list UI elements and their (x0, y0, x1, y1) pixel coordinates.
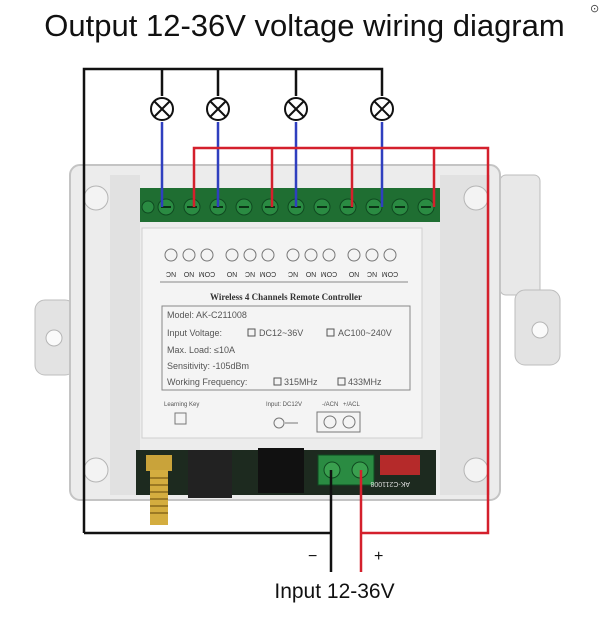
terminal-label: NC (288, 270, 298, 277)
plus-sign: + (374, 548, 384, 565)
output-terminal-block (140, 188, 440, 222)
max-load-text: Max. Load: ≤10A (167, 345, 235, 355)
input-voltage-label: Input 12-36V (274, 580, 395, 603)
red-wire-bus (192, 146, 490, 535)
terminal-label: COM (382, 270, 399, 277)
model-text: Model: AK-C211008 (167, 310, 247, 320)
ac-option-text: AC100~240V (338, 328, 392, 338)
terminal-label: NC (367, 270, 377, 277)
wires (82, 67, 490, 572)
lamp-icon (150, 97, 174, 121)
antenna-connector (146, 455, 172, 525)
acn-text: -/ACN (322, 402, 338, 408)
acl-text: +/ACL (343, 402, 361, 408)
freq-433-text: 433MHz (348, 377, 382, 387)
terminal-label: NC (245, 270, 255, 277)
lens-icon[interactable]: ⊙ (590, 2, 600, 15)
sensitivity-text: Sensitivity: -105dBm (167, 361, 249, 371)
terminal-label: NO (305, 270, 316, 277)
terminal-label: NO (183, 270, 194, 277)
lamp-icon (284, 97, 308, 121)
learning-key-text: Learning Key (164, 402, 199, 408)
terminal-label: COM (199, 270, 216, 277)
lamp-icon (370, 97, 394, 121)
terminal-label: NC (166, 270, 176, 277)
lamp-icon (206, 97, 230, 121)
terminal-label: NO (348, 270, 359, 277)
dc-option-text: DC12~36V (259, 328, 303, 338)
pcb-board: AK-C211008 (136, 448, 436, 498)
pcb-text: AK-C211008 (370, 480, 410, 487)
lamp-icons (150, 97, 394, 121)
input-voltage-text: Input Voltage: (167, 328, 222, 338)
frequency-text: Working Frequency: (167, 377, 247, 387)
minus-sign: − (308, 548, 318, 565)
panel-heading: Wireless 4 Channels Remote Controller (210, 292, 362, 302)
input-dc-text: Input: DC12V (266, 402, 302, 408)
diagram-title: Output 12-36V voltage wiring diagram (44, 8, 565, 43)
label-sticker: NC NO COM NO NC COM NC NO COM NO NC COM … (141, 227, 423, 439)
freq-315-text: 315MHz (284, 377, 318, 387)
terminal-label: COM (321, 270, 338, 277)
terminal-label: COM (260, 270, 277, 277)
terminal-label: NO (226, 270, 237, 277)
black-wire-top (82, 67, 384, 533)
